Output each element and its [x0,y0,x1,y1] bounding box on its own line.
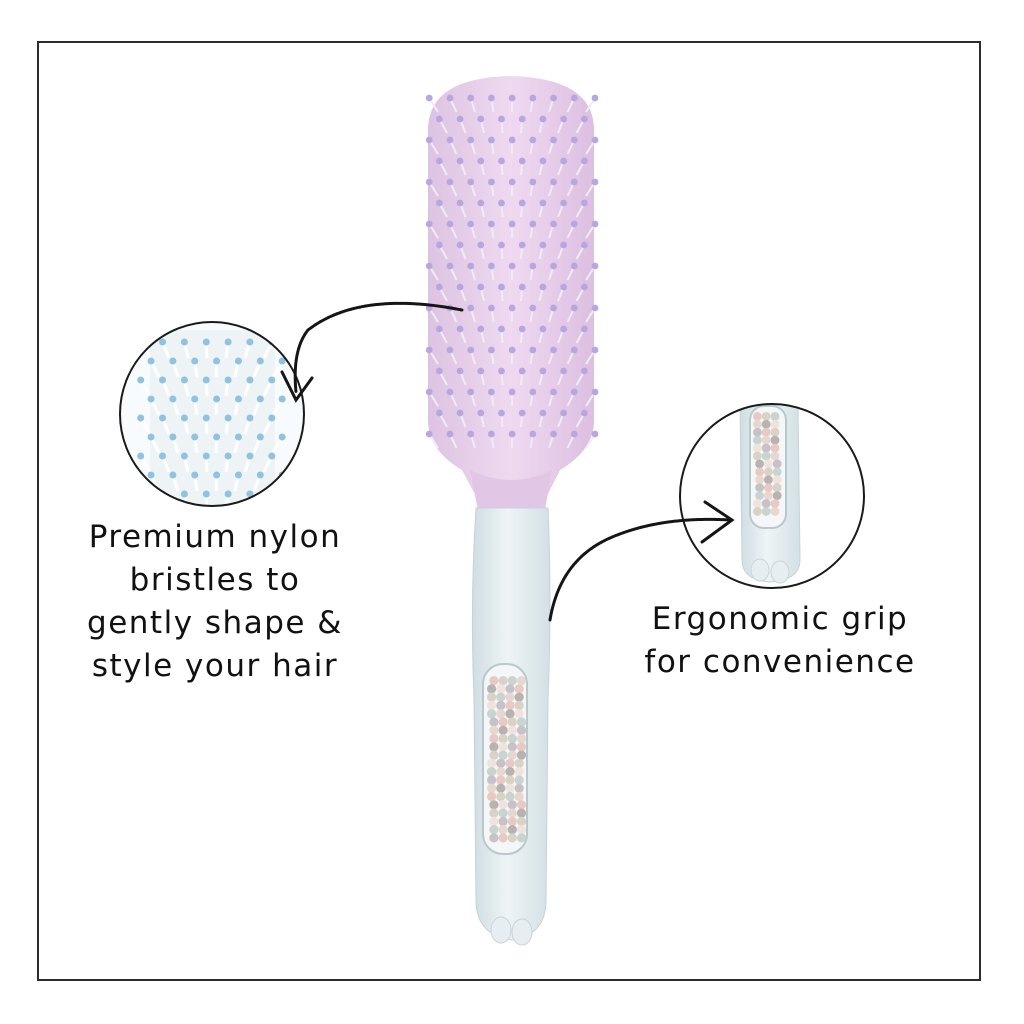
grip-callout-text: Ergonomic grip for convenience [610,598,950,684]
callout-line: gently shape & [87,605,343,641]
decorative-beads [487,676,527,843]
arrow-to-grip [548,500,735,622]
page-frame [37,41,981,981]
bristles-callout-text: Premium nylon bristles to gently shape &… [55,516,375,688]
brush-handle [471,507,551,946]
nylon-bristles [425,94,599,449]
arrow-to-bristles [280,301,464,403]
callout-line: Premium nylon [88,519,342,555]
callout-line: for convenience [644,644,916,680]
callout-line: style your hair [91,648,339,684]
bristles-zoom-circle [119,321,305,507]
callout-line: Ergonomic grip [651,601,909,637]
callout-line: bristles to [129,562,301,598]
grip-zoom-circle [679,403,865,589]
